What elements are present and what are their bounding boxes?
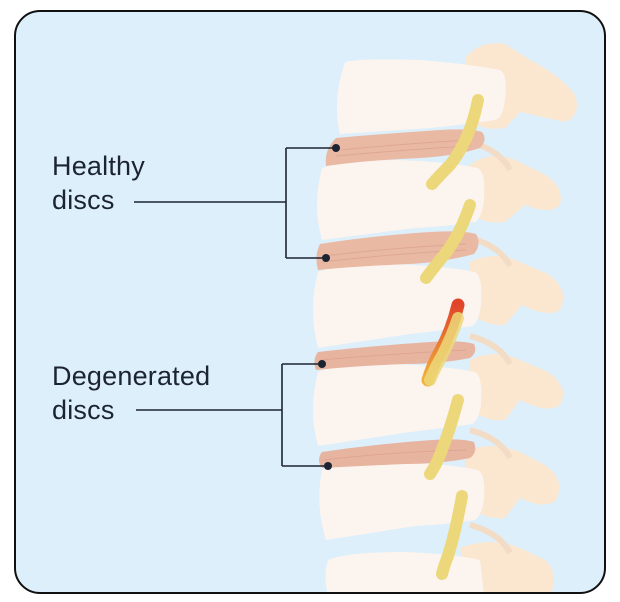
leader-lines (134, 148, 336, 466)
posterior-element-4 (468, 354, 563, 420)
marker-dot (322, 254, 330, 262)
healthy-label-line2: discs (52, 184, 115, 216)
healthy-leader (134, 148, 336, 258)
marker-dot (324, 462, 332, 470)
vertebra-6 (325, 552, 485, 602)
degenerated-label-line1: Degenerated (52, 360, 210, 392)
degenerated-label-line2: discs (52, 394, 115, 426)
healthy-label-line1: Healthy (52, 150, 145, 182)
posterior-element-3 (470, 256, 563, 325)
marker-dot (318, 360, 326, 368)
marker-dot (332, 144, 340, 152)
